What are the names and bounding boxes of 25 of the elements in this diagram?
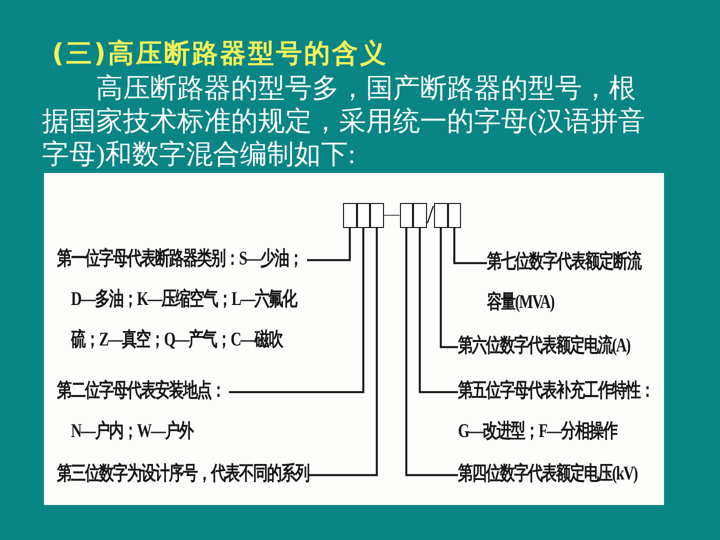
- placeholder-box: [356, 203, 370, 228]
- leader-line: [309, 228, 378, 476]
- code-description: 第七位数字代表额定断流容量(MVA): [487, 243, 647, 324]
- leader-line: [418, 228, 458, 394]
- intro-paragraph: 高压断路器的型号多，国产断路器的型号，根据国家技术标准的规定，采用统一的字母(汉语拼音字母)和数字混合编制如下:: [42, 72, 646, 171]
- separator-slash: /: [426, 202, 434, 228]
- placeholder-box: [400, 203, 413, 228]
- leader-line: [405, 228, 458, 476]
- code-description: 第五位字母代表补充工作特性：G—改进型；F—分相操作: [458, 372, 659, 453]
- leader-line: [440, 228, 458, 348]
- placeholder-box: [413, 203, 426, 228]
- code-description: 第一位字母代表断路器类别：S—少油；D—多油；K—压缩空气；L—六氟化硫；Z—真空；Q—产气；C—磁吹: [57, 240, 307, 361]
- slide-title: (三)高压断路器型号的含义: [52, 38, 388, 71]
- separator-dash: —: [384, 207, 400, 223]
- code-description: 第四位数字代表额定电压(kV): [458, 455, 638, 496]
- leader-line: [229, 228, 364, 394]
- code-description: 第二位字母代表安装地点：N—户内；W—户外: [57, 372, 229, 453]
- leader-line: [453, 228, 487, 264]
- placeholder-box: [448, 203, 461, 228]
- code-description: 第三位数字为设计序号，代表不同的系列: [57, 455, 309, 496]
- placeholder-box: [343, 203, 356, 228]
- code-description: 第六位数字代表额定电流(A): [458, 327, 630, 368]
- placeholder-box: [434, 203, 448, 228]
- leader-line: [307, 228, 351, 262]
- placeholder-box: [370, 203, 384, 228]
